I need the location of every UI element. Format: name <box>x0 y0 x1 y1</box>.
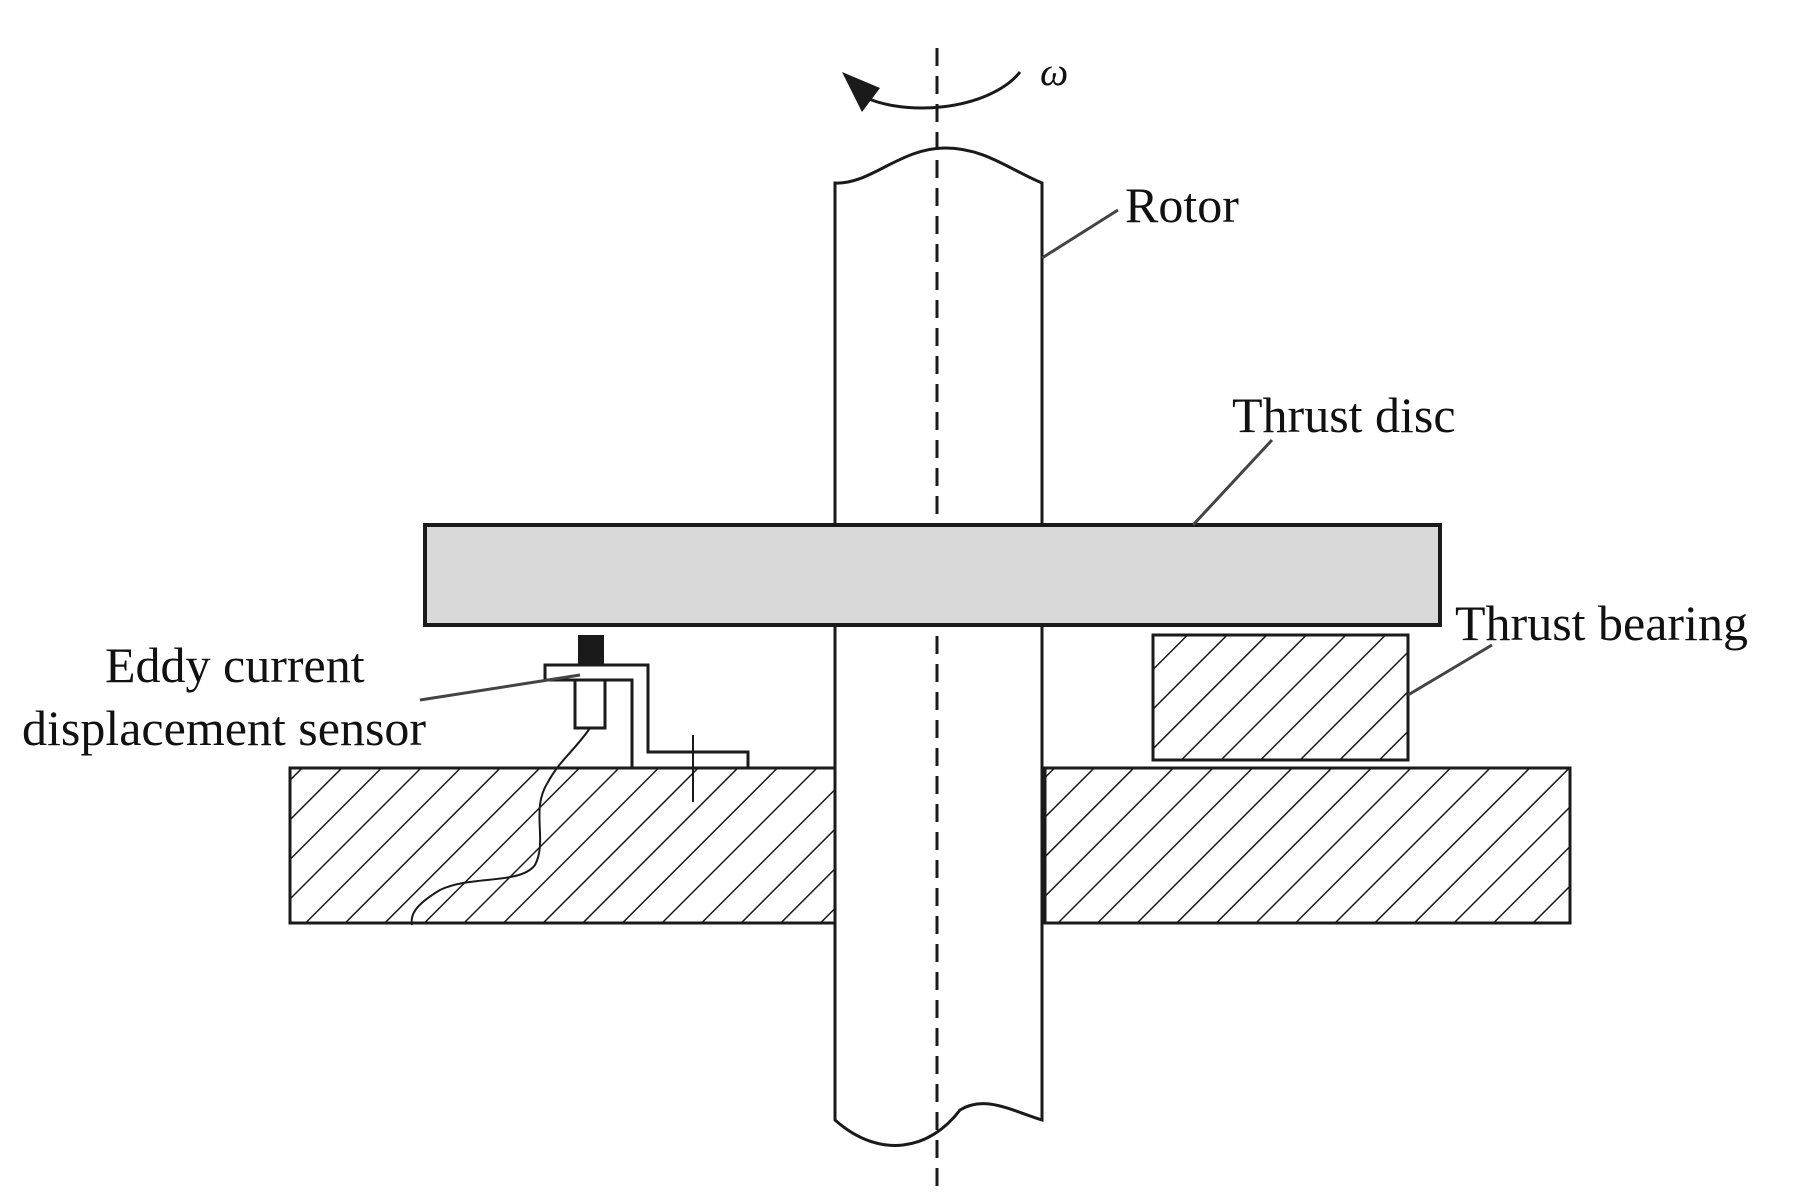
thrust-bearing <box>1151 633 1410 762</box>
thrust-bearing-label: Thrust bearing <box>1455 595 1748 651</box>
sensor-cable <box>410 727 591 926</box>
sensor-head-icon <box>578 635 604 665</box>
rotor-leader-line <box>1041 208 1119 260</box>
thrust-disc <box>423 523 1442 627</box>
sensor-body <box>573 678 607 730</box>
thrust-bearing-leader-line <box>1407 643 1493 697</box>
base-plate-left <box>288 766 837 925</box>
sensor-leader-line <box>419 673 581 702</box>
thrust-disc-label: Thrust disc <box>1232 387 1456 443</box>
sensor-label-line1: Eddy current <box>105 637 365 693</box>
base-plate-right <box>1043 766 1572 925</box>
rotation-arrowhead-icon <box>842 72 880 112</box>
thrust-disc-leader-line <box>1191 438 1274 527</box>
rotation-arrow-icon <box>854 71 1022 110</box>
sensor-label-line2: displacement sensor <box>22 700 426 756</box>
rotor-label: Rotor <box>1125 177 1239 233</box>
omega-label: ω <box>1040 49 1068 94</box>
